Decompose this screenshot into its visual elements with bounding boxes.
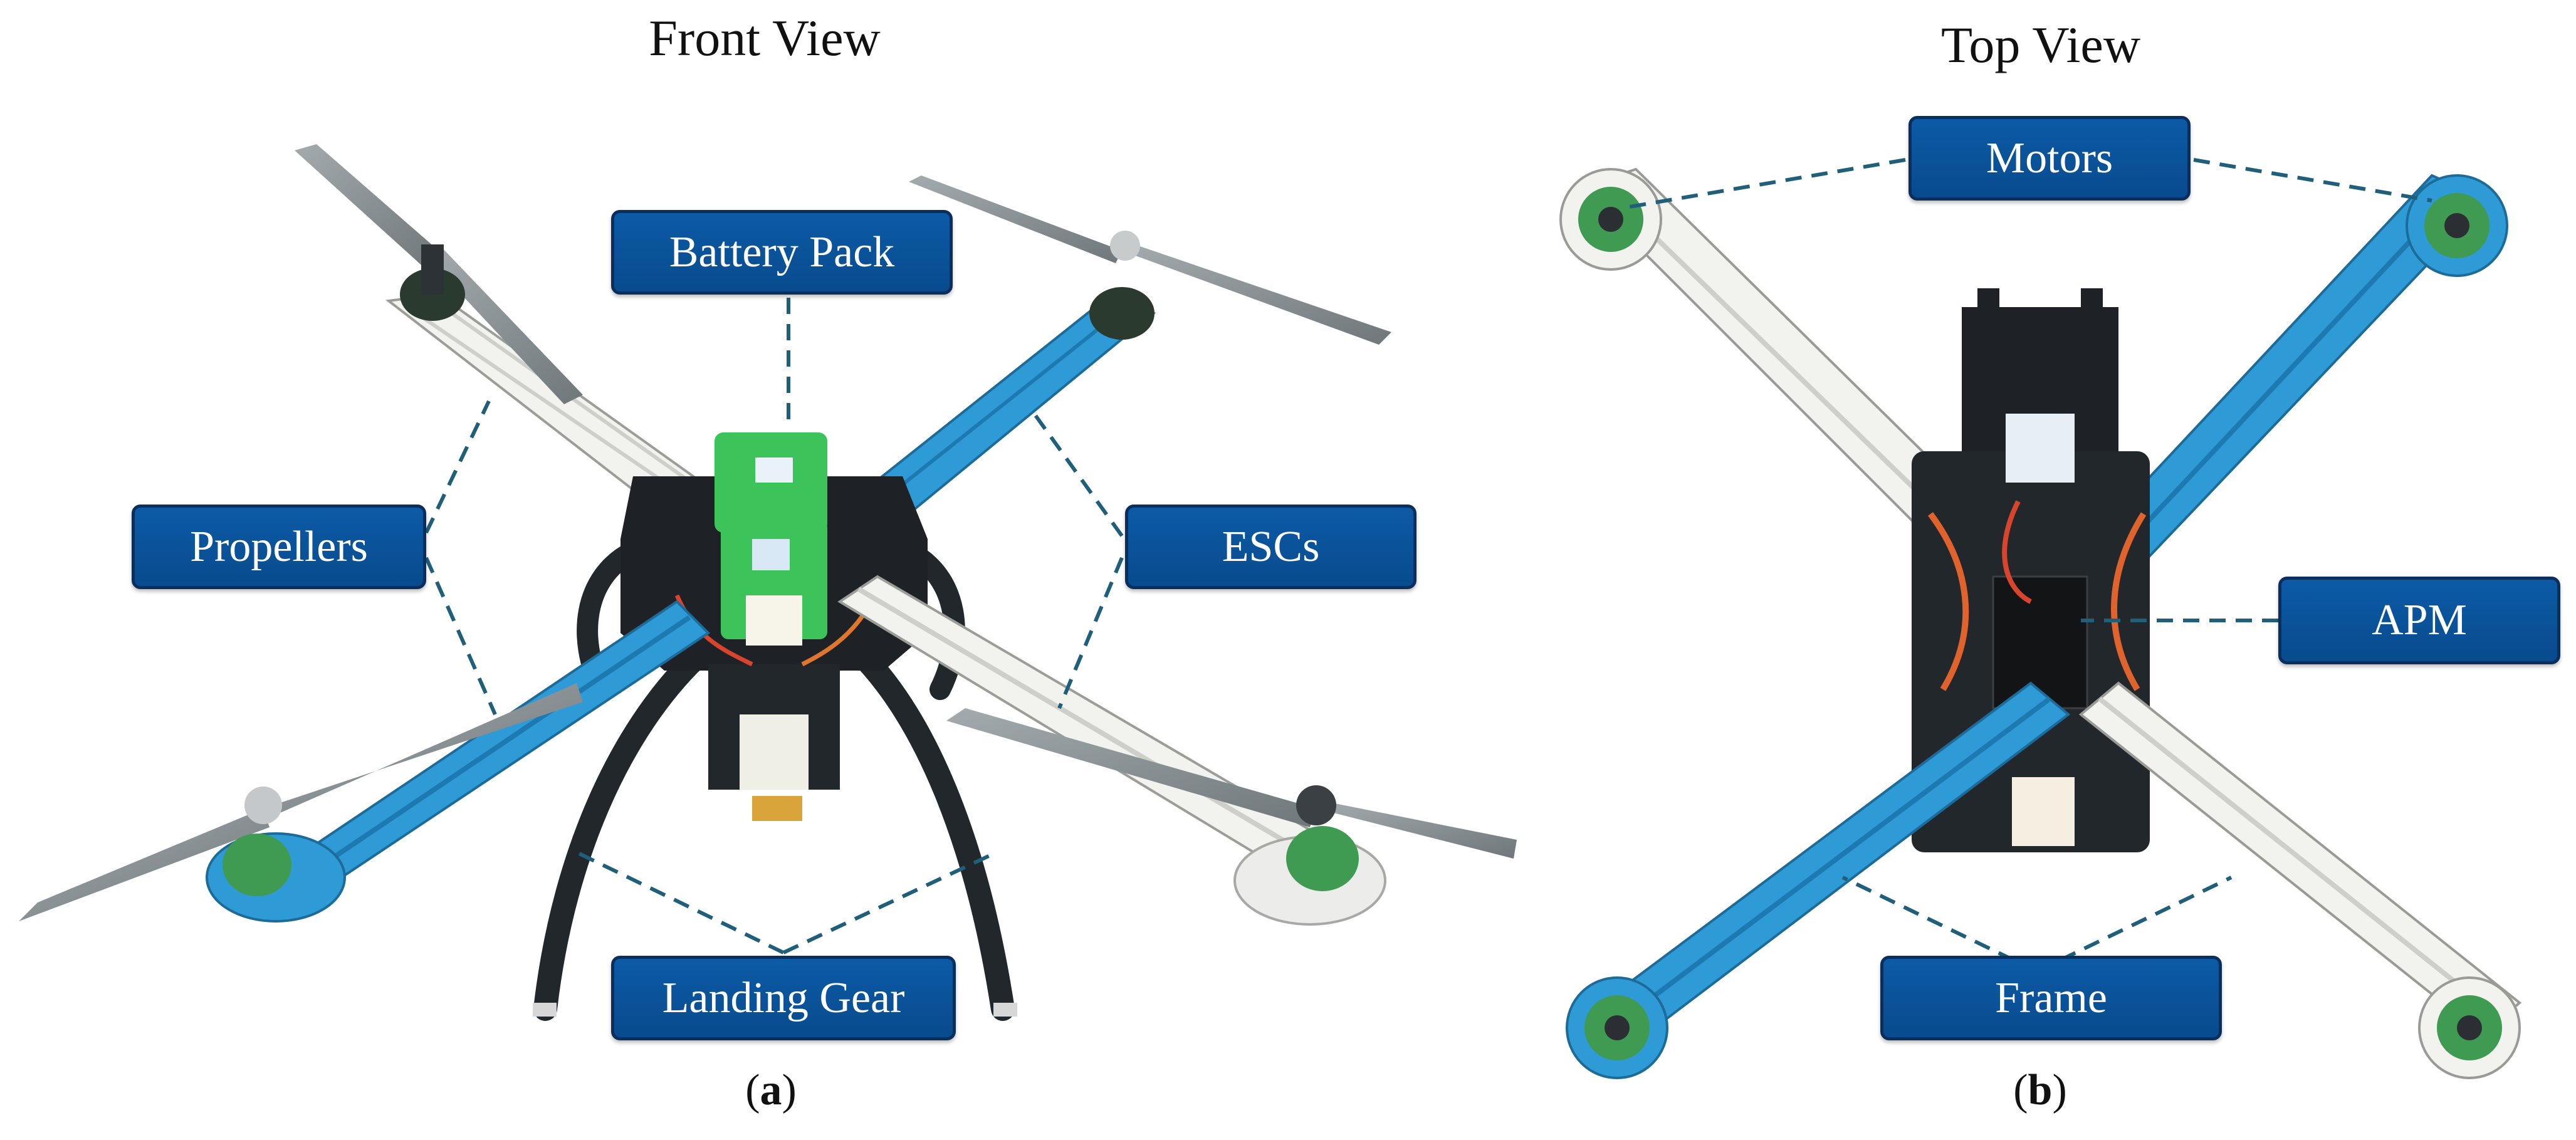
- top-view-drone-photo: [1559, 158, 2522, 1079]
- callout-battery-pack: Battery Pack: [611, 210, 953, 295]
- panel-b-caption: (b): [2013, 1066, 2067, 1114]
- arm-bottom-left: [1566, 681, 2071, 1079]
- panel-a-letter: a: [760, 1066, 782, 1114]
- panel-a-caption: (a): [745, 1066, 797, 1114]
- panel-b-top-view: Top View Motors APM Frame (b): [1529, 0, 2576, 1140]
- arm-bottom-right: [2078, 681, 2522, 1079]
- propeller-front-right: [946, 708, 1517, 891]
- panel-b-letter: b: [2028, 1066, 2053, 1114]
- front-view-title: Front View: [649, 9, 881, 66]
- panel-a-front-view: Front View Battery Pack Propellers ESCs …: [19, 9, 1517, 1114]
- top-view-title: Top View: [1940, 16, 2141, 73]
- callout-frame: Frame: [1880, 956, 2222, 1040]
- propeller-back-right: [909, 175, 1391, 345]
- callout-motors: Motors: [1908, 116, 2191, 201]
- callout-apm: APM: [2278, 577, 2560, 664]
- propeller-front-left: [19, 683, 583, 921]
- callout-escs: ESCs: [1125, 505, 1416, 589]
- callout-propellers: Propellers: [132, 505, 426, 589]
- propeller-back-left: [295, 144, 583, 404]
- callout-landing-gear: Landing Gear: [611, 956, 956, 1040]
- arm-top-right: [2066, 174, 2508, 597]
- leader-lines-front: [424, 298, 1124, 954]
- front-view-drone-photo: [19, 144, 1517, 1021]
